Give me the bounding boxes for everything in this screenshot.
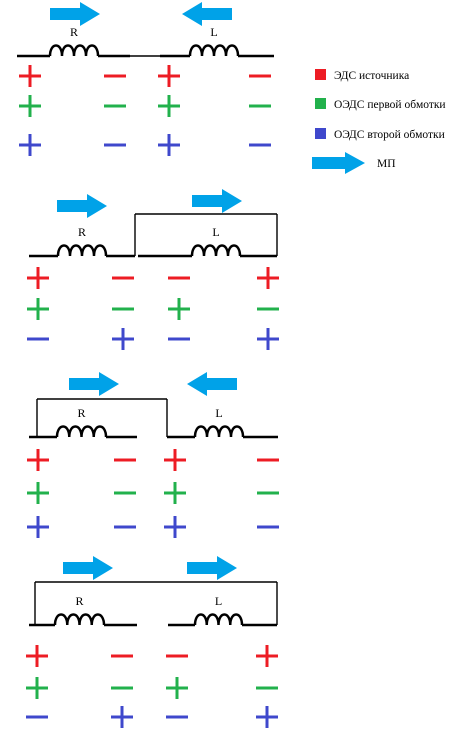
field-arrow-right-icon xyxy=(187,556,237,580)
legend-label: ЭДС источника xyxy=(334,70,409,82)
field-arrow-right-icon xyxy=(57,194,107,218)
coil-label: L xyxy=(215,594,222,608)
coil-winding xyxy=(55,425,108,438)
polarity-row-first xyxy=(27,482,279,504)
coil-winding xyxy=(190,244,242,257)
coil-winding xyxy=(48,44,100,57)
coil: R xyxy=(29,406,137,439)
plus-sign xyxy=(158,65,180,87)
plus-sign xyxy=(27,516,49,538)
legend-swatch-second xyxy=(315,128,326,139)
coil: L xyxy=(167,406,278,439)
plus-sign xyxy=(27,298,49,320)
coil-label: L xyxy=(210,25,217,39)
plus-sign xyxy=(19,134,41,156)
plus-sign xyxy=(257,267,279,289)
field-arrow-right-icon xyxy=(50,2,100,26)
field-arrow-right-icon xyxy=(63,556,113,580)
field-arrow-left-icon xyxy=(187,372,237,396)
coil: R xyxy=(17,25,130,58)
polarity-row-second xyxy=(27,328,279,350)
plus-sign xyxy=(111,706,133,728)
polarity-row-source xyxy=(27,449,279,471)
plus-sign xyxy=(19,65,41,87)
legend-label: МП xyxy=(377,158,396,170)
coil: L xyxy=(138,225,277,258)
plus-sign xyxy=(168,298,190,320)
coil-label: R xyxy=(78,225,86,239)
coil-label: R xyxy=(77,406,85,420)
plus-sign xyxy=(166,677,188,699)
coil-label: R xyxy=(70,25,78,39)
plus-sign xyxy=(26,645,48,667)
polarity-row-first xyxy=(19,95,271,117)
plus-sign xyxy=(164,449,186,471)
legend-label: ОЭДС второй обмотки xyxy=(334,129,445,141)
plus-sign xyxy=(26,677,48,699)
coil: L xyxy=(168,594,277,627)
plus-sign xyxy=(257,328,279,350)
coil: R xyxy=(29,225,135,258)
legend-swatch-first xyxy=(315,98,326,109)
coil-winding xyxy=(193,425,245,438)
plus-sign xyxy=(164,516,186,538)
field-arrow-right-icon xyxy=(69,372,119,396)
plus-sign xyxy=(19,95,41,117)
plus-sign xyxy=(158,134,180,156)
coil-winding xyxy=(53,613,106,626)
field-arrow-left-icon xyxy=(182,2,232,26)
plus-sign xyxy=(27,482,49,504)
polarity-row-second xyxy=(27,516,279,538)
coil-label: L xyxy=(212,225,219,239)
polarity-row-first xyxy=(27,298,279,320)
polarity-row-second xyxy=(26,706,278,728)
polarity-row-source xyxy=(19,65,271,87)
plus-sign xyxy=(256,706,278,728)
polarity-row-source xyxy=(26,645,278,667)
coil-winding xyxy=(56,244,108,257)
plus-sign xyxy=(256,645,278,667)
plus-sign xyxy=(164,482,186,504)
polarity-row-source xyxy=(27,267,279,289)
coil-winding xyxy=(188,44,240,57)
plus-sign xyxy=(27,449,49,471)
legend-swatch-source xyxy=(315,69,326,80)
polarity-row-second xyxy=(19,134,271,156)
plus-sign xyxy=(158,95,180,117)
polarity-row-first xyxy=(26,677,278,699)
plus-sign xyxy=(27,267,49,289)
coil-winding xyxy=(193,613,244,626)
plus-sign xyxy=(112,328,134,350)
coil-label: R xyxy=(75,594,83,608)
coil: L xyxy=(160,25,274,58)
coil-label: L xyxy=(215,406,222,420)
legend-field-arrow-icon xyxy=(312,152,365,174)
field-arrow-right-icon xyxy=(192,189,242,213)
legend-label: ОЭДС первой обмотки xyxy=(334,99,446,111)
coil: R xyxy=(29,594,137,627)
